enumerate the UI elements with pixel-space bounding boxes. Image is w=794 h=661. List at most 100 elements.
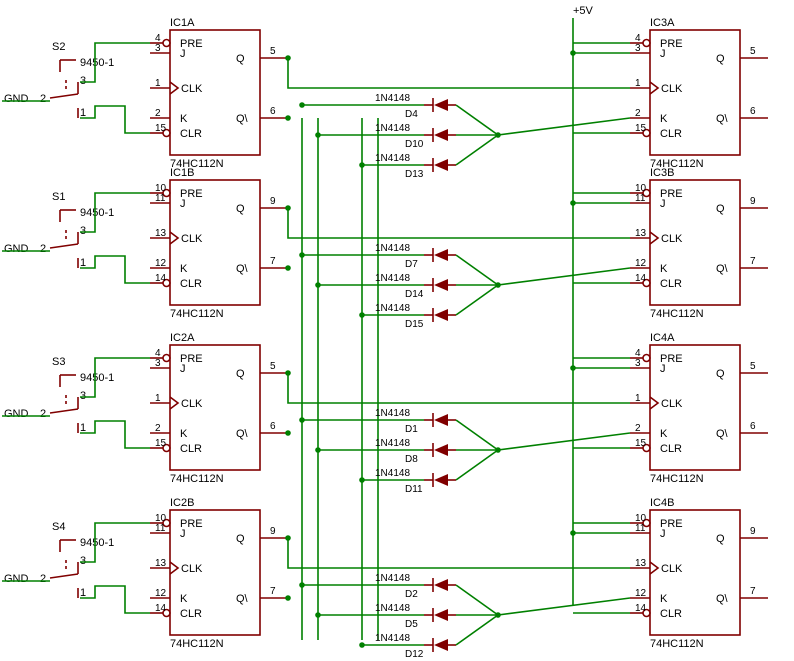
switch-name: S4	[52, 521, 65, 533]
pin-label-q: Q	[236, 533, 245, 545]
pin-number-clk: 1	[635, 78, 641, 89]
switch-to-pre-wire	[80, 42, 150, 83]
pin-number-clk: 13	[155, 228, 167, 239]
flipflop-body	[649, 509, 741, 636]
switch-to-clr-wire	[80, 585, 150, 614]
pin-number-qn: 6	[750, 421, 756, 432]
clock-triangle	[649, 81, 660, 95]
pin-label-q: Q	[716, 203, 725, 215]
q-to-clk-wire	[287, 373, 630, 404]
junction-dot	[299, 417, 305, 423]
inversion-bubble	[642, 38, 651, 48]
pin-number-qn: 6	[750, 106, 756, 117]
inversion-bubble	[162, 188, 171, 198]
pin-number-pre: 10	[155, 513, 167, 524]
pin-label-clr: CLR	[180, 128, 202, 140]
inversion-bubble	[162, 353, 171, 363]
pin-label-qn: Q\	[236, 428, 249, 440]
gnd-label: GND	[4, 93, 29, 105]
switch-pin-2: 2	[40, 573, 46, 585]
diode-name: D4	[405, 109, 418, 120]
chip-value: 74HC112N	[170, 473, 224, 485]
pin-number-k: 2	[155, 108, 161, 119]
pin-number-j: 11	[155, 523, 166, 534]
pin-number-j: 3	[155, 43, 161, 54]
pin-number-pre: 4	[155, 348, 161, 359]
switch-pin-2: 2	[40, 93, 46, 105]
flipflop-body	[649, 29, 741, 156]
gnd-label: GND	[4, 573, 29, 585]
pin-label-clk: CLK	[181, 233, 203, 245]
chip-name: IC1A	[170, 17, 195, 29]
pin-number-clr: 14	[635, 273, 647, 284]
power-label: +5V	[573, 5, 594, 17]
junction-dot	[570, 365, 576, 371]
flipflop-body	[169, 509, 261, 636]
pin-label-pre: PRE	[660, 518, 683, 530]
pin-number-q: 9	[270, 196, 276, 207]
diode-to-node-wire	[455, 614, 499, 646]
diode-value: 1N4148	[375, 303, 410, 314]
pin-label-pre: PRE	[180, 353, 203, 365]
flipflop-body	[169, 179, 261, 306]
pin-number-q: 9	[750, 526, 756, 537]
pin-number-clk: 1	[155, 393, 161, 404]
clock-triangle	[169, 81, 180, 95]
junction-dot	[570, 530, 576, 536]
switch-value: 9450-1	[80, 372, 114, 384]
pin-label-clr: CLR	[180, 443, 202, 455]
switch-lever	[49, 243, 79, 249]
pin-number-k: 2	[155, 423, 161, 434]
clock-triangle	[649, 231, 660, 245]
diode-name: D14	[405, 289, 424, 300]
junction-dot	[299, 582, 305, 588]
q-to-clk-wire	[287, 58, 630, 89]
junction-dot	[359, 477, 365, 483]
diode-value: 1N4148	[375, 468, 410, 479]
node-to-k-wire	[497, 597, 631, 616]
switch-name: S2	[52, 41, 65, 53]
pin-label-pre: PRE	[180, 518, 203, 530]
pin-number-k: 12	[155, 258, 167, 269]
junction-dot	[285, 55, 291, 61]
junction-dot	[299, 252, 305, 258]
switch-to-pre-wire	[80, 357, 150, 398]
diode-name: D13	[405, 169, 424, 180]
diode-triangle	[434, 159, 448, 171]
pin-label-qn: Q\	[716, 428, 729, 440]
junction-dot	[285, 430, 291, 436]
pin-number-clr: 15	[635, 438, 647, 449]
switch-value: 9450-1	[80, 207, 114, 219]
pin-number-clr: 15	[155, 438, 167, 449]
diode-value: 1N4148	[375, 573, 410, 584]
pin-number-clk: 13	[635, 228, 647, 239]
pin-number-qn: 7	[750, 256, 756, 267]
pin-number-clk: 13	[635, 558, 647, 569]
pin-number-k: 2	[635, 108, 641, 119]
flipflop-body	[169, 29, 261, 156]
chip-name: IC2B	[170, 497, 194, 509]
pin-number-k: 12	[635, 588, 647, 599]
pin-number-k: 12	[635, 258, 647, 269]
pin-label-q: Q	[716, 53, 725, 65]
clock-triangle	[169, 396, 180, 410]
pin-number-pre: 10	[635, 183, 647, 194]
switch-pin-1: 1	[80, 107, 86, 119]
switch-to-clr-wire	[80, 255, 150, 284]
pin-label-clk: CLK	[181, 83, 203, 95]
diode-name: D8	[405, 454, 418, 465]
switch-to-clr-wire	[80, 420, 150, 449]
junction-dot	[285, 370, 291, 376]
chip-value: 74HC112N	[650, 473, 704, 485]
q-to-clk-wire	[287, 208, 630, 239]
diode-name: D10	[405, 139, 424, 150]
switch-lever	[49, 93, 79, 99]
diode-name: D12	[405, 649, 424, 660]
pin-label-qn: Q\	[716, 113, 729, 125]
pin-label-pre: PRE	[180, 188, 203, 200]
diode-to-node-wire	[455, 449, 499, 481]
diode-triangle	[434, 99, 448, 111]
diode-triangle	[434, 444, 448, 456]
pin-number-qn: 6	[270, 106, 276, 117]
chip-name: IC3A	[650, 17, 675, 29]
